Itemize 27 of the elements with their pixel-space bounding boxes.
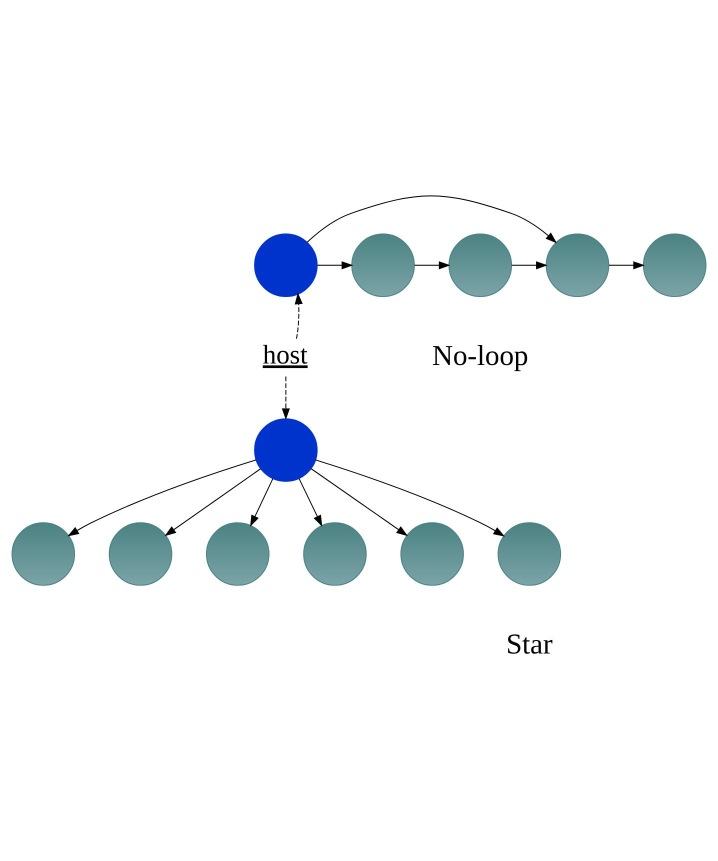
node-circle bbox=[108, 522, 172, 586]
arrow bbox=[282, 376, 290, 420]
arrow bbox=[294, 292, 303, 339]
arrow bbox=[67, 458, 257, 536]
node-circle bbox=[254, 233, 318, 297]
node-circle bbox=[498, 522, 562, 586]
node-circle bbox=[400, 522, 464, 586]
node-circle bbox=[448, 233, 512, 297]
arrow bbox=[164, 468, 262, 536]
arrow bbox=[511, 260, 548, 269]
node-circle bbox=[12, 522, 76, 586]
node-circle bbox=[303, 522, 367, 586]
arrow bbox=[250, 478, 274, 526]
arrow bbox=[315, 458, 505, 536]
arrow bbox=[316, 260, 354, 269]
label: Star bbox=[506, 628, 553, 660]
arrow bbox=[306, 194, 557, 243]
node-circle bbox=[642, 233, 706, 297]
arrow bbox=[414, 260, 450, 269]
node-circle bbox=[351, 233, 415, 297]
arrow bbox=[298, 478, 322, 526]
node-circle bbox=[254, 418, 318, 482]
arrow bbox=[310, 468, 408, 536]
node-circle bbox=[206, 522, 270, 586]
label: No-loop bbox=[432, 339, 528, 372]
arrow bbox=[608, 260, 645, 269]
node-text: host bbox=[262, 338, 308, 369]
